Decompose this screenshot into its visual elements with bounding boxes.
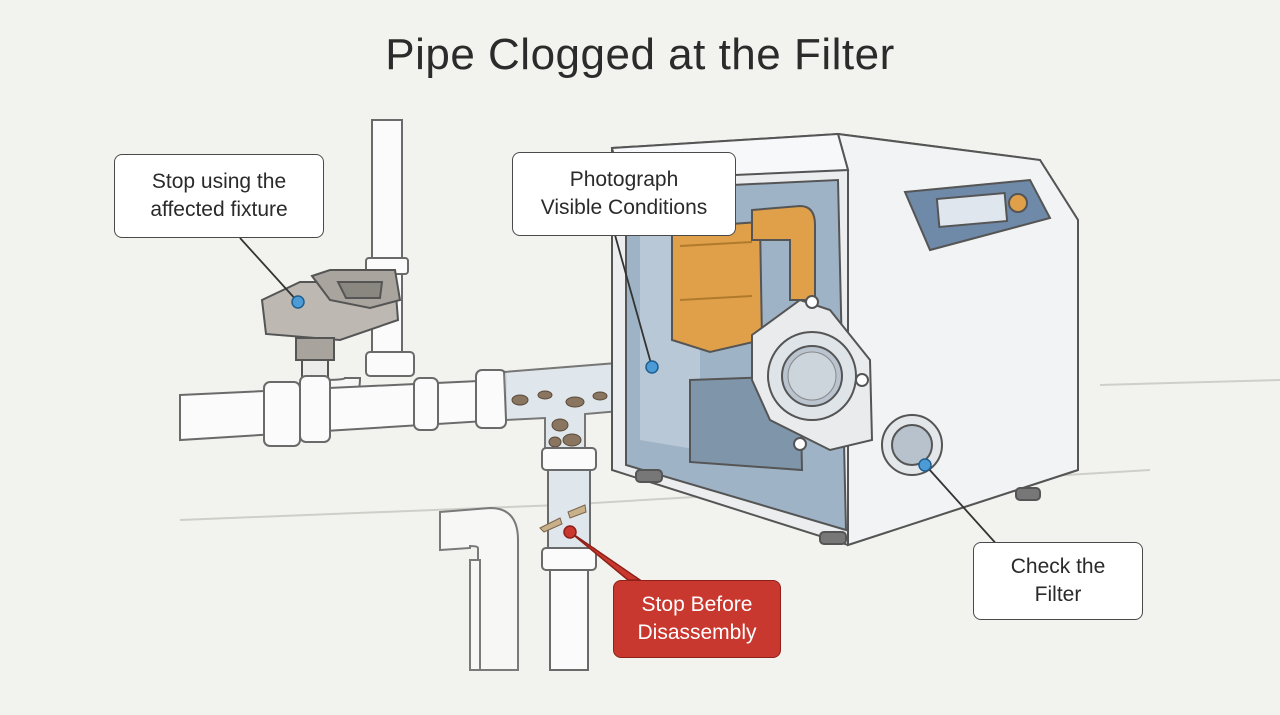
callout-check-filter: Check the Filter <box>973 542 1143 620</box>
leader-dots <box>291 295 932 539</box>
background-bent-pipe <box>439 506 519 671</box>
leader-lines <box>239 234 1001 549</box>
diagram-title: Pipe Clogged at the Filter <box>385 30 895 79</box>
callout-stop-disassembly: Stop Before Disassembly <box>613 580 781 658</box>
pump-unit <box>610 132 1079 547</box>
main-horizontal-pipe <box>179 369 507 447</box>
drain-down-pipe <box>539 447 597 671</box>
callout-stop-fixture: Stop using the affected fixture <box>114 154 324 238</box>
callout-photograph: Photograph Visible Conditions <box>512 152 736 236</box>
vertical-supply-pipe <box>319 119 415 411</box>
